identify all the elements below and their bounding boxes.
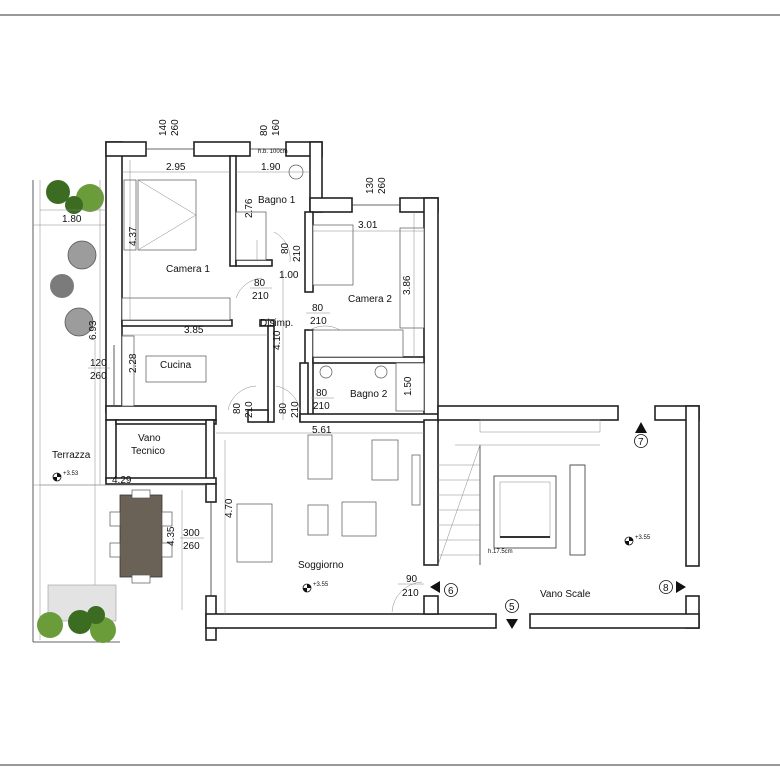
window-soggiorno-width: 300 [183,528,200,539]
door-cucina2-height: 210 [290,401,301,418]
arrow-down-icon [506,619,518,629]
opening-labels: 140 260 80 160 h.b. 100cm 130 260 80 210… [88,119,424,599]
door-bagno2-height: 210 [313,401,330,412]
window-cucina-width: 120 [90,358,107,369]
room-label-vano-tecnico-1: Vano [138,433,161,444]
room-label-terrazza: Terrazza [52,450,91,461]
dimension-labels: 2.95 1.90 2.76 4.37 1.80 3.01 1.00 3.86 … [62,162,414,546]
bed-camera2 [312,224,354,286]
dimension-lines [40,160,424,614]
door-cucina2-width: 80 [278,402,289,414]
door-camera1-width: 80 [254,278,266,289]
marker-6: 6 [448,586,454,597]
dim-150: 1.50 [403,376,414,396]
dim-410: 4.10 [272,330,283,350]
room-label-vano-tecnico-2: Tecnico [131,446,165,457]
room-label-vano-scale: Vano Scale [540,589,591,600]
window-top1-width: 140 [158,119,169,136]
door-camera2-width: 80 [312,303,324,314]
marker-7: 7 [638,437,644,448]
dining-table [236,503,273,563]
staircase: h.17.5cm [437,419,601,566]
room-label-bagno2: Bagno 2 [350,389,388,400]
room-label-cucina: Cucina [160,360,192,371]
room-label-bagno1: Bagno 1 [258,195,296,206]
window-top3-width: 130 [365,177,376,194]
room-label-soggiorno: Soggiorno [298,560,344,571]
door-cucina1-width: 80 [232,402,243,414]
dim-100: 1.00 [279,270,299,281]
marker-8: 8 [663,583,669,594]
room-label-camera2: Camera 2 [348,294,392,305]
section-markers: 7 8 6 5 [430,422,686,629]
furniture [47,164,425,622]
dim-190: 1.90 [261,162,281,173]
level-markers: +3.53 +3.55 +3.55 [52,471,651,593]
door-bagno1-width: 80 [280,242,291,254]
level-marker-icon [624,536,634,546]
kitchen-table [145,355,207,383]
dim-276: 2.76 [244,198,255,218]
wardrobe-camera1 [121,297,231,321]
door-entrance-height: 210 [402,588,419,599]
dim-470: 4.70 [224,498,235,518]
terrace-table [119,494,163,578]
dim-228: 2.28 [128,353,139,373]
window-soggiorno-height: 260 [183,541,200,552]
door-camera2-height: 210 [310,316,327,327]
bed-camera1 [137,179,197,251]
dim-385: 3.85 [184,325,204,336]
dim-437: 4.37 [128,226,139,246]
door-cucina1-height: 210 [244,401,255,418]
level-terrazza: +3.53 [63,471,79,477]
window-top2-width: 80 [259,124,270,136]
walls [105,141,700,641]
level-soggiorno: +3.55 [313,582,329,588]
dim-386: 3.86 [402,275,413,295]
dim-435: 4.35 [166,526,177,546]
level-vano-scale: +3.55 [635,535,651,541]
dim-429: 4.29 [112,475,132,486]
door-bagno1-height: 210 [292,245,303,262]
dim-180: 1.80 [62,214,82,225]
window-top2-height: 160 [271,119,282,136]
arrow-right-icon [676,581,686,593]
window-top2-note: h.b. 100cm [258,149,288,155]
door-swings [227,231,423,613]
level-marker-icon [52,472,62,482]
room-labels: Camera 1 Camera 2 Bagno 1 Bagno 2 Disimp… [52,195,591,600]
room-label-camera1: Camera 1 [166,264,210,275]
window-cucina-height: 260 [90,371,107,382]
marker-5: 5 [509,602,515,613]
window-top1-height: 260 [170,119,181,136]
arrow-left-icon [430,581,440,593]
stair-note: h.17.5cm [488,549,513,555]
door-entrance-width: 90 [406,574,418,585]
dim-301: 3.01 [358,220,378,231]
plant-icon [37,180,116,643]
door-camera1-height: 210 [252,291,269,302]
room-label-disimp: Disimp. [260,318,293,329]
dim-295: 2.95 [166,162,186,173]
dim-561: 5.61 [312,425,332,436]
arrow-up-icon [635,422,647,433]
wardrobe-camera2 [312,329,404,358]
window-top3-height: 260 [377,177,388,194]
dim-693: 6.93 [88,320,99,340]
door-bagno2-width: 80 [316,388,328,399]
level-marker-icon [302,583,312,593]
